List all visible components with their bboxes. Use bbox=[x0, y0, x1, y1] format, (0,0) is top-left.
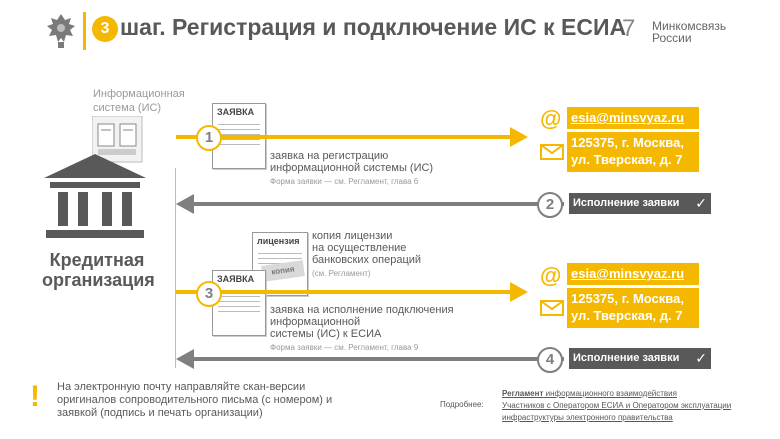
step-4-badge: 4 bbox=[537, 347, 563, 373]
page-title: шаг. Регистрация и подключение ИС к ЕСИА bbox=[120, 14, 627, 40]
at-icon: @ bbox=[540, 263, 562, 288]
coat-of-arms-icon bbox=[47, 14, 75, 48]
step-2-badge: 2 bbox=[537, 192, 563, 218]
step-number-badge: 3 bbox=[92, 16, 118, 42]
arrow-to-esia-1 bbox=[176, 135, 512, 139]
postal-address: 125375, г. Москва, ул. Тверская, д. 7 bbox=[567, 132, 699, 172]
header-divider bbox=[83, 12, 86, 50]
at-icon: @ bbox=[540, 106, 562, 131]
bank-building-icon bbox=[44, 154, 146, 238]
step-3-badge: 3 bbox=[196, 281, 222, 307]
check-icon: ✓ bbox=[695, 350, 707, 366]
envelope-icon bbox=[540, 144, 564, 160]
arrow-head-left-icon bbox=[176, 349, 194, 369]
envelope-icon bbox=[540, 300, 564, 316]
arrow-from-esia-4 bbox=[192, 357, 564, 361]
step-3-caption: заявка на исполнение подключения информа… bbox=[270, 304, 454, 352]
more-info-label: Подробнее: bbox=[440, 400, 484, 409]
is-label: Информационная система (ИС) bbox=[93, 88, 185, 114]
execution-box-2: Исполнение заявки ✓ bbox=[569, 193, 711, 214]
server-icon bbox=[92, 116, 143, 163]
arrow-from-esia-2 bbox=[192, 202, 564, 206]
check-icon: ✓ bbox=[695, 195, 707, 211]
email-address-2[interactable]: esia@minsvyaz.ru bbox=[567, 263, 699, 285]
arrow-head-right-icon bbox=[510, 282, 528, 302]
regulation-link[interactable]: Регламент информационного взаимодействия… bbox=[502, 389, 732, 422]
email-address[interactable]: esia@minsvyaz.ru bbox=[567, 107, 699, 129]
ministry-logo: Минкомсвязь России bbox=[652, 19, 727, 45]
credit-organization-label: Кредитная организация bbox=[42, 250, 155, 290]
step-1-badge: 1 bbox=[196, 125, 222, 151]
arrow-to-esia-3 bbox=[176, 290, 512, 294]
email-instructions-note: На электронную почту направляйте скан-ве… bbox=[57, 381, 333, 419]
execution-box-4: Исполнение заявки ✓ bbox=[569, 348, 711, 369]
slide-number: 7 bbox=[622, 15, 636, 42]
timeline-line bbox=[175, 168, 176, 368]
step-1-caption: заявка на регистрацию информационной сис… bbox=[270, 150, 434, 186]
application-document-2: ЗАЯВКА bbox=[212, 270, 266, 336]
postal-address-2: 125375, г. Москва, ул. Тверская, д. 7 bbox=[567, 288, 699, 328]
exclamation-icon: ! bbox=[30, 380, 40, 413]
arrow-head-left-icon bbox=[176, 194, 194, 214]
arrow-head-right-icon bbox=[510, 127, 528, 147]
license-caption: копия лицензии на осуществление банковск… bbox=[312, 230, 422, 278]
